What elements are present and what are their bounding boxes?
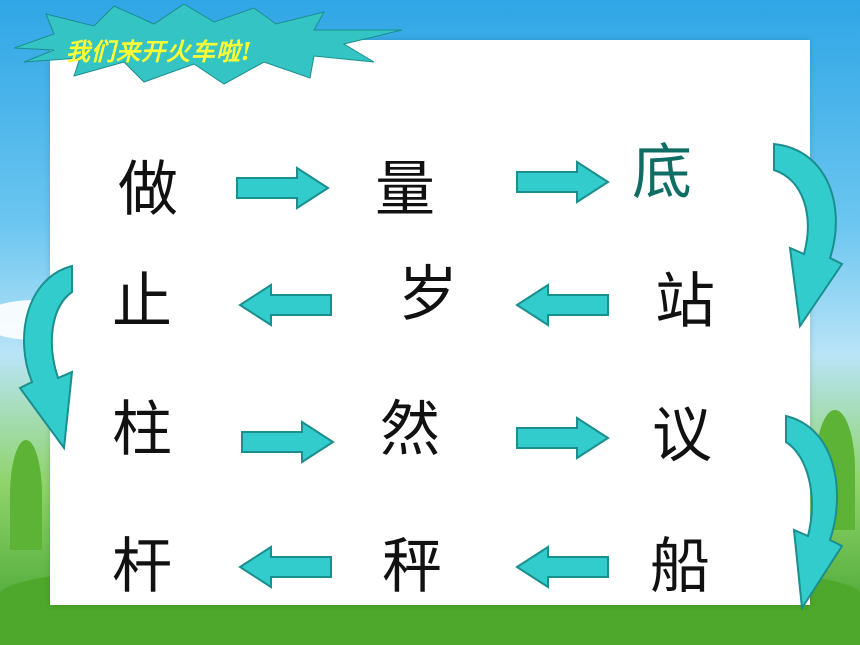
char-r2c2: 岁 xyxy=(398,260,458,330)
char-r3c1: 柱 xyxy=(112,395,172,465)
curved-arrow-down-right-icon xyxy=(773,142,844,329)
title-text: 我们来开火车啦! xyxy=(66,37,253,66)
char-r1c1: 做 xyxy=(118,155,178,225)
title-banner: 我们来开火车啦! xyxy=(14,4,404,86)
curved-arrow-down-left-icon xyxy=(18,264,74,451)
arrow-left-icon xyxy=(515,545,609,589)
char-r4c1: 杆 xyxy=(112,532,172,602)
char-r3c2: 然 xyxy=(380,395,440,465)
char-r4c2: 秤 xyxy=(382,532,442,602)
arrow-right-icon xyxy=(516,160,610,204)
char-r2c3: 站 xyxy=(655,267,715,337)
curved-arrow-down-right-icon xyxy=(785,414,844,611)
grass-blade xyxy=(10,440,42,550)
char-r1c2: 量 xyxy=(375,155,435,225)
arrow-right-icon xyxy=(236,166,330,210)
char-r2c1: 止 xyxy=(112,267,172,337)
char-r1c3: 底 xyxy=(632,138,692,208)
char-r3c3: 议 xyxy=(652,401,712,471)
arrow-left-icon xyxy=(515,283,609,327)
starburst-shape xyxy=(14,4,403,85)
arrow-right-icon xyxy=(241,420,335,464)
content-panel xyxy=(50,40,810,605)
arrow-right-icon xyxy=(516,416,610,460)
char-r4c3: 船 xyxy=(650,532,710,602)
arrow-left-icon xyxy=(238,283,332,327)
arrow-left-icon xyxy=(238,545,332,589)
